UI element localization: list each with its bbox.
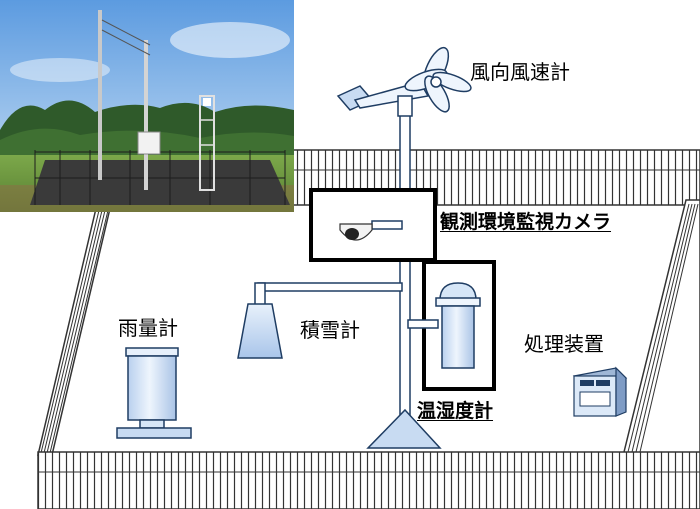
enclosure (37, 149, 700, 509)
thermohygrometer-group (407, 260, 496, 391)
thermohygrometer-label: 温湿度計 (417, 400, 494, 422)
mast-base (366, 408, 442, 449)
camera-group (309, 188, 437, 262)
front-fence (37, 451, 700, 509)
snow-gauge-label: 積雪計 (300, 318, 360, 342)
central-mast (366, 109, 442, 449)
camera-label: 観測環境監視カメラ (440, 211, 612, 233)
processor-icon (572, 366, 628, 417)
anemometer-label: 風向風速計 (470, 60, 570, 84)
processor-label: 処理装置 (524, 332, 604, 356)
rain-gauge-icon (116, 347, 192, 439)
anemometer-icon (336, 46, 472, 117)
snow-gauge-icon (237, 282, 403, 359)
rain-gauge-label: 雨量計 (118, 316, 178, 340)
radiation-shield-icon (439, 282, 477, 301)
site-photograph (0, 0, 294, 212)
